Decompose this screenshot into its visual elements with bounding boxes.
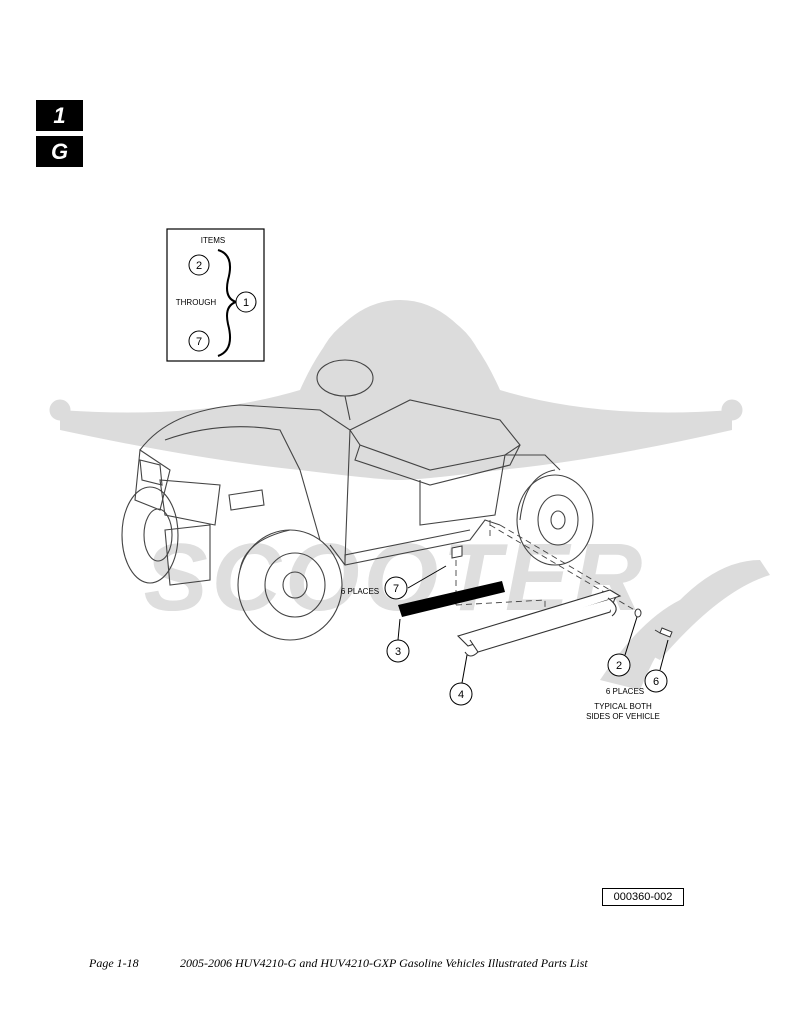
note-typical-line2: SIDES OF VEHICLE (586, 712, 660, 721)
washer-part-2 (634, 608, 642, 618)
legend-items-label: ITEMS (201, 236, 225, 245)
footer-page-number: Page 1-18 (89, 956, 139, 970)
callout-item-6: 6 (653, 676, 659, 688)
bolt-part-6 (654, 627, 673, 638)
section-tab-g: G (36, 136, 83, 167)
utility-vehicle-drawing (121, 359, 594, 641)
running-board-part-4 (456, 589, 622, 657)
legend-start-item: 2 (196, 260, 202, 272)
callout-item-3: 3 (395, 646, 401, 658)
legend-end-item: 7 (196, 336, 202, 348)
figure-id: 000360-002 (602, 888, 684, 906)
callout-item-7: 7 (393, 583, 399, 595)
item-range-legend: ITEMS 2 THROUGH 7 1 (166, 228, 265, 362)
callout-item-4: 4 (458, 689, 464, 701)
callouts (384, 565, 669, 706)
note-typical-line1: TYPICAL BOTH (594, 702, 652, 711)
trim-strip-part-3 (398, 581, 505, 617)
callout-item-2: 2 (616, 660, 622, 672)
legend-group-item: 1 (243, 297, 249, 309)
footer-document-title: 2005-2006 HUV4210-G and HUV4210-GXP Gaso… (180, 956, 588, 970)
note-six-places-left: 6 PLACES (341, 587, 379, 596)
screw-part-7 (451, 545, 463, 559)
section-tab-1: 1 (36, 100, 83, 131)
note-six-places-right: 6 PLACES (606, 687, 644, 696)
legend-through-label: THROUGH (176, 298, 217, 307)
